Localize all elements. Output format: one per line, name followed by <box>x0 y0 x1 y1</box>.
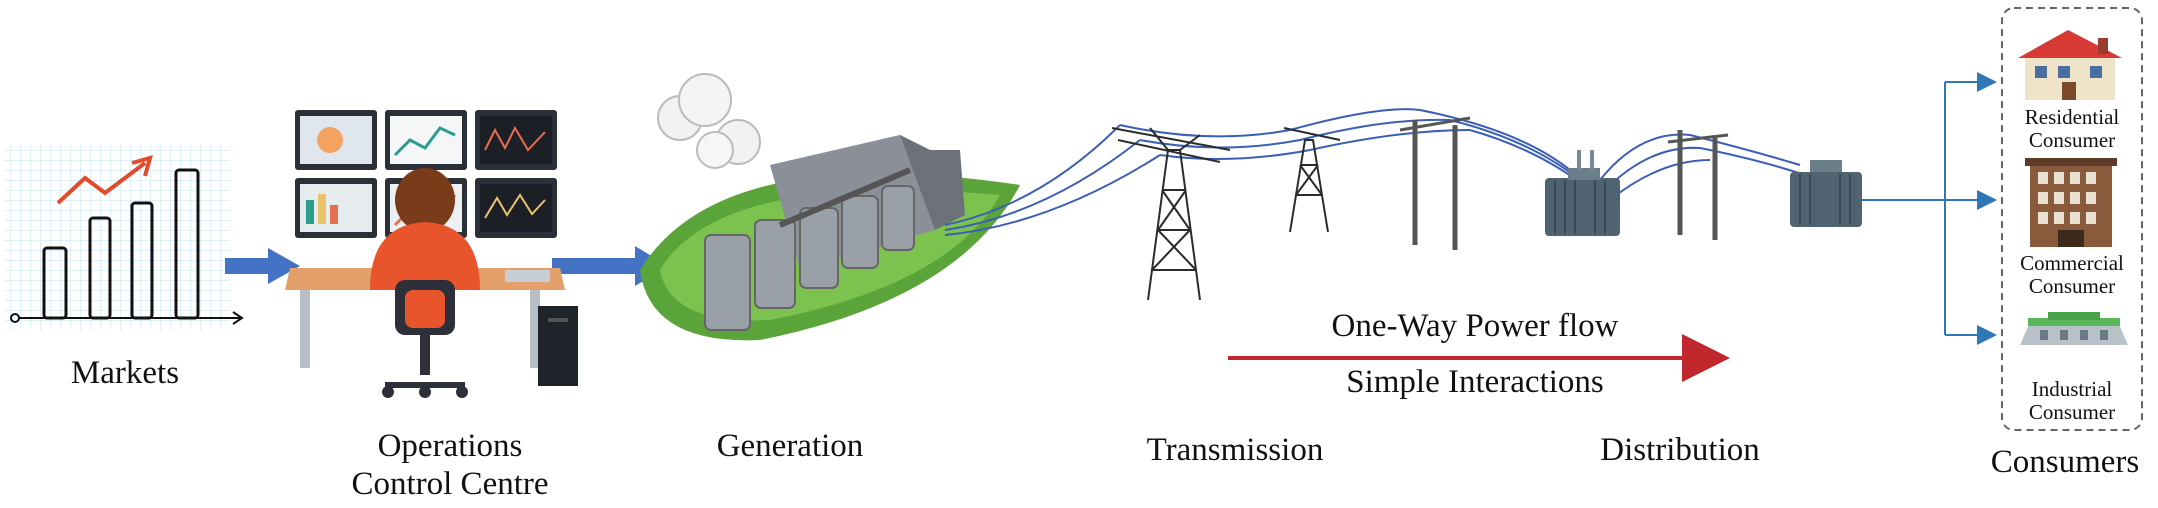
markets-label: Markets <box>70 355 180 391</box>
consumers-label: Consumers <box>1990 444 2140 480</box>
residential-house-icon <box>2018 30 2122 100</box>
residential-consumer-label: Residential Consumer <box>2024 105 2120 153</box>
flow-description-top: One-Way Power flow <box>1331 308 1619 344</box>
flow-description-bottom: Simple Interactions <box>1346 364 1604 400</box>
distribution-pole-icon <box>1399 116 1471 250</box>
distribution-label: Distribution <box>1600 432 1760 468</box>
operator-workstation-icon <box>285 110 578 398</box>
transmission-label: Transmission <box>1146 432 1324 468</box>
flow-arrow-markets-to-occ <box>225 248 300 284</box>
markets-chart-icon <box>5 145 244 330</box>
industrial-building-icon <box>2020 312 2128 345</box>
transmission-tower-icon <box>1283 127 1341 233</box>
power-plant-icon <box>640 73 1020 341</box>
commercial-consumer-label: Commercial Consumer <box>2020 251 2124 299</box>
commercial-building-icon <box>2025 158 2117 247</box>
transmission-tower-icon <box>1111 127 1231 301</box>
consumer-link-lines <box>1862 72 1997 345</box>
industrial-consumer-label: Industrial Consumer <box>2028 377 2116 425</box>
occ-label-line2: Control Centre <box>351 466 549 502</box>
transmission-lines <box>944 108 1806 236</box>
distribution-pole-icon <box>1667 130 1729 240</box>
transformer-icon <box>1790 160 1862 227</box>
occ-label-line1: Operations <box>377 428 523 464</box>
transformer-icon <box>1545 150 1620 236</box>
generation-label: Generation <box>716 428 864 464</box>
